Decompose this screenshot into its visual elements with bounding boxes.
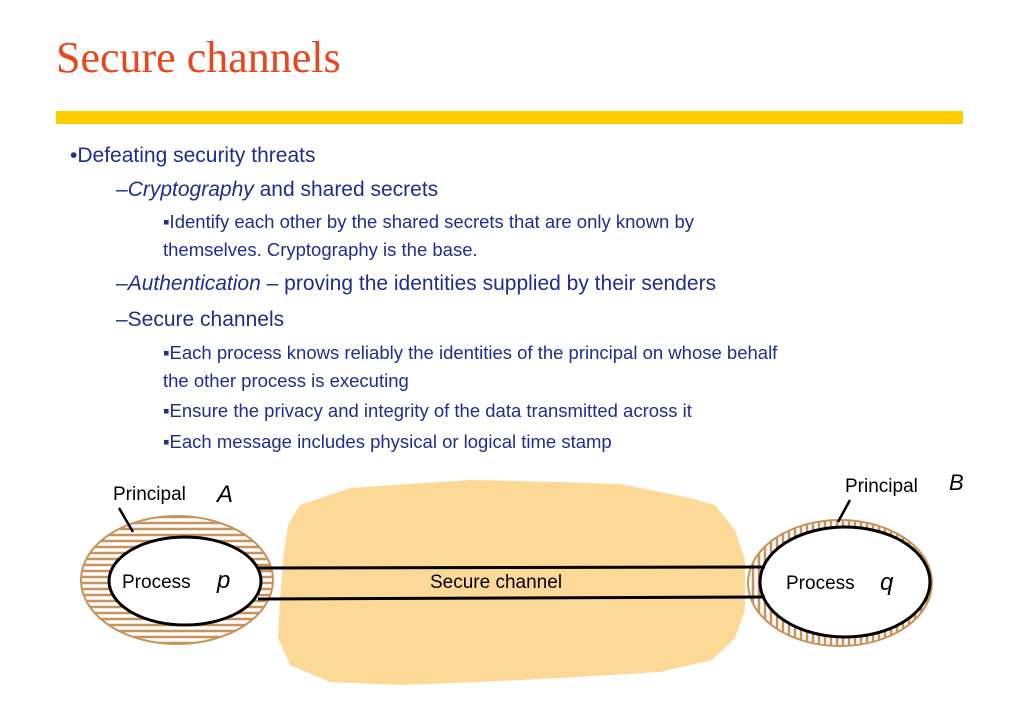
process-q-ellipse xyxy=(758,525,932,639)
bullet-line: ▪Identify each other by the shared secre… xyxy=(163,211,695,232)
cryptography-term: Cryptography xyxy=(127,178,254,201)
bullet-line: ▪Each process knows reliably the identit… xyxy=(163,342,778,363)
title-underline xyxy=(56,111,963,124)
bullet-each-process-knows: ▪Each process knows reliably the identit… xyxy=(163,339,777,395)
secure-channel-label: Secure channel xyxy=(430,572,562,593)
principal-a-pointer xyxy=(117,507,135,533)
authentication-term: Authentication xyxy=(127,272,261,295)
bullet-line: the other process is executing xyxy=(163,370,409,391)
process-p-ellipse xyxy=(107,535,263,627)
principal-a-var: A xyxy=(215,481,233,508)
secure-channel-diagram: Principal A Principal B Process p Proces… xyxy=(80,470,964,685)
dash-marker: – xyxy=(116,272,128,295)
bullet-privacy-integrity: ▪Ensure the privacy and integrity of the… xyxy=(163,400,692,421)
bullet-line: themselves. Cryptography is the base. xyxy=(163,239,478,260)
bullet-identify-each-other: ▪Identify each other by the shared secre… xyxy=(163,208,694,264)
process-p-label: Process xyxy=(122,572,191,593)
channel-bottom-line xyxy=(257,595,766,601)
bullet-defeating-threats: •Defeating security threats xyxy=(70,144,316,167)
authentication-rest: – proving the identities supplied by the… xyxy=(260,272,717,295)
slide-title: Secure channels xyxy=(56,33,341,82)
bullet-cryptography: –Cryptography and shared secrets xyxy=(116,178,438,202)
principal-b-pointer xyxy=(836,499,852,523)
bullet-secure-channels: –Secure channels xyxy=(116,308,285,331)
cryptography-rest: and shared secrets xyxy=(253,178,439,201)
bullet-list: •Defeating security threats –Cryptograph… xyxy=(70,144,777,452)
bullet-time-stamp: ▪Each message includes physical or logic… xyxy=(163,431,612,452)
process-q-var: q xyxy=(880,569,894,596)
dash-marker: – xyxy=(116,178,128,201)
channel-top-line xyxy=(257,565,766,570)
principal-b-var: B xyxy=(949,470,964,495)
bullet-authentication: –Authentication – proving the identities… xyxy=(116,272,716,296)
principal-a-label: Principal xyxy=(113,484,186,505)
process-p-var: p xyxy=(216,567,230,594)
network-cloud xyxy=(278,480,745,685)
principal-b-label: Principal xyxy=(845,476,918,497)
process-q-label: Process xyxy=(786,573,855,594)
